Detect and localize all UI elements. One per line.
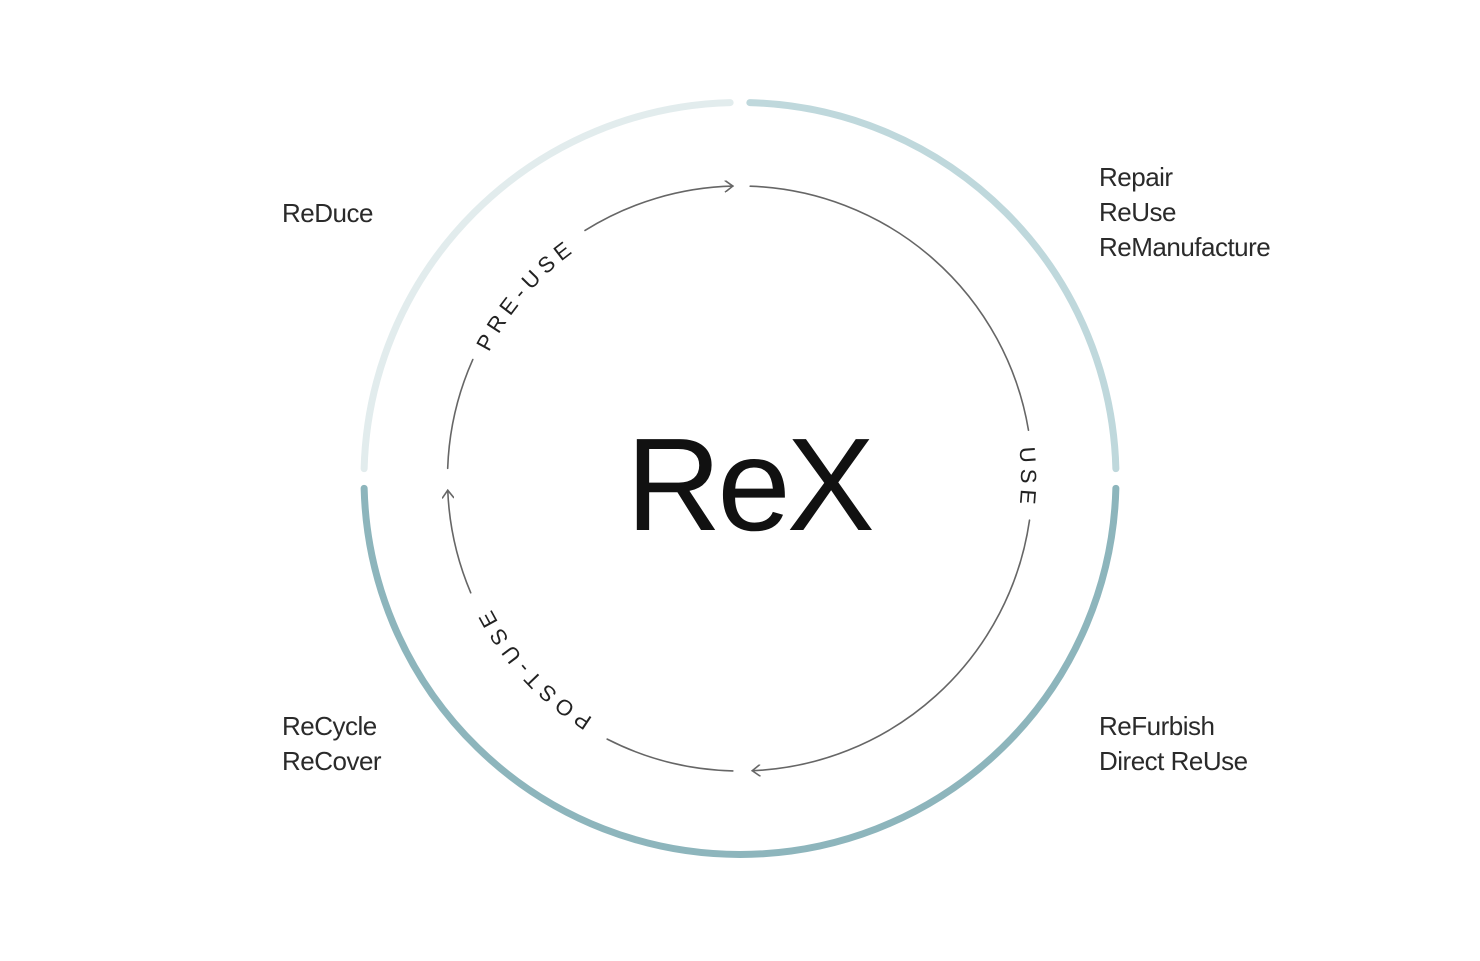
strategy-label: ReManufacture <box>1099 232 1271 262</box>
outer-ring <box>360 99 1120 858</box>
post-use-right-strategies: ReFurbish Direct ReUse <box>1099 709 1248 779</box>
cycle-arrow <box>448 490 472 594</box>
ring-segment-use <box>746 99 1120 473</box>
pre-use-strategies: ReDuce <box>282 196 373 231</box>
strategy-label: ReUse <box>1099 197 1176 227</box>
strategy-label: ReCover <box>282 746 382 776</box>
inner-cycle <box>446 185 1031 772</box>
strategy-label: ReCycle <box>282 711 377 741</box>
strategy-label: Repair <box>1099 162 1173 192</box>
cycle-line <box>446 358 474 470</box>
strategy-label: ReFurbish <box>1099 711 1215 741</box>
ring-segment-pre-use <box>360 99 734 473</box>
phase-label-use: USE <box>1015 446 1042 511</box>
phase-label-post-use: POST-USE <box>471 602 596 735</box>
strategy-label: ReDuce <box>282 198 373 228</box>
cycle-arrow <box>584 186 733 232</box>
center-title: ReX <box>626 411 875 558</box>
use-strategies: Repair ReUse ReManufacture <box>1099 160 1271 265</box>
cycle-line <box>606 738 734 772</box>
cycle-arrow <box>752 519 1031 771</box>
strategy-label: Direct ReUse <box>1099 746 1248 776</box>
phase-label-pre-use: PRE-USE <box>471 233 580 355</box>
post-use-left-strategies: ReCycle ReCover <box>282 709 382 779</box>
cycle-line <box>749 185 1030 432</box>
ring-segment-post-use <box>360 484 1120 858</box>
